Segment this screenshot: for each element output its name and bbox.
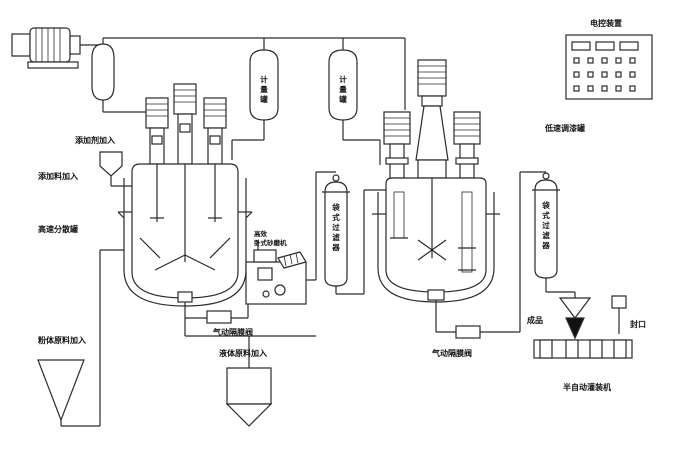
semi-auto-filling-machine bbox=[533, 295, 633, 359]
label-powder-in: 粉体原料加入 bbox=[38, 335, 86, 345]
meter-tank-1-label-char3: 罐 bbox=[259, 94, 268, 104]
meter-tank-2-label-char3: 罐 bbox=[338, 94, 347, 104]
bag-filter-2-char1: 袋 bbox=[541, 200, 550, 210]
meter-tank-2-label-char2: 量 bbox=[339, 84, 347, 94]
label-sand-mill-line2: 卧式砂磨机 bbox=[254, 238, 287, 247]
bag-filter-2-char4: 滤 bbox=[542, 230, 550, 240]
powder-funnel bbox=[37, 359, 85, 422]
sand-mill bbox=[245, 240, 307, 305]
liquid-material-hopper bbox=[225, 367, 273, 427]
bag-filter-1-char2: 式 bbox=[332, 212, 340, 222]
additive-funnel bbox=[99, 151, 132, 187]
buffer-vessel bbox=[91, 43, 115, 101]
label-low-speed-tank: 低速调漆罐 bbox=[544, 123, 585, 133]
pump-motor bbox=[11, 27, 81, 69]
mixer-motor-2 bbox=[415, 59, 449, 179]
low-speed-mixing-tank bbox=[372, 59, 500, 318]
label-seal: 封口 bbox=[630, 319, 646, 329]
meter-tank-2-label-char1: 计 bbox=[339, 74, 347, 84]
agitator-motor-1 bbox=[145, 97, 169, 165]
label-pneumatic-valve-1: 气动隔膜阀 bbox=[212, 327, 253, 337]
pneumatic-valve-2 bbox=[455, 325, 481, 339]
bag-filter-1-char4: 滤 bbox=[332, 232, 340, 242]
control-cabinet bbox=[565, 34, 653, 100]
meter-tank-1-label-char1: 计 bbox=[260, 74, 268, 84]
meter-tank-1: 计 量 罐 bbox=[249, 38, 279, 121]
bag-filter-1-char5: 器 bbox=[331, 243, 340, 252]
label-liquid-in: 液体原料加入 bbox=[219, 348, 267, 358]
label-product: 成品 bbox=[527, 315, 543, 325]
bag-filter-1: 袋 式 过 滤 器 bbox=[322, 174, 350, 287]
label-sand-mill-line1: 高效 bbox=[254, 229, 268, 238]
bag-filter-2-char2: 式 bbox=[542, 210, 550, 220]
label-additive-in: 添加剂加入 bbox=[75, 135, 115, 145]
bag-filter-2: 袋 式 过 滤 器 bbox=[532, 172, 560, 279]
bag-filter-2-char3: 过 bbox=[542, 220, 550, 230]
pneumatic-valve-1 bbox=[206, 310, 232, 324]
agitator-motor-3 bbox=[203, 97, 227, 165]
meter-tank-2: 计 量 罐 bbox=[328, 38, 358, 121]
label-pneumatic-valve-2: 气动隔膜阀 bbox=[431, 348, 472, 358]
label-filler: 半自动灌装机 bbox=[563, 382, 611, 392]
meter-tank-1-label-char2: 量 bbox=[260, 84, 268, 94]
label-control-device: 电控装置 bbox=[590, 18, 622, 28]
agitator-motor-2 bbox=[173, 83, 197, 165]
mixer-motor-1 bbox=[383, 111, 411, 179]
mixer-motor-3 bbox=[453, 111, 481, 179]
bag-filter-2-char5: 器 bbox=[541, 241, 550, 250]
label-high-speed-tank: 高速分散罐 bbox=[38, 224, 78, 234]
high-speed-dispersion-tank bbox=[117, 83, 253, 318]
label-additive-material-in: 添加料加入 bbox=[38, 171, 78, 181]
bag-filter-1-char1: 袋 bbox=[331, 202, 340, 212]
bag-filter-1-char3: 过 bbox=[332, 222, 340, 232]
